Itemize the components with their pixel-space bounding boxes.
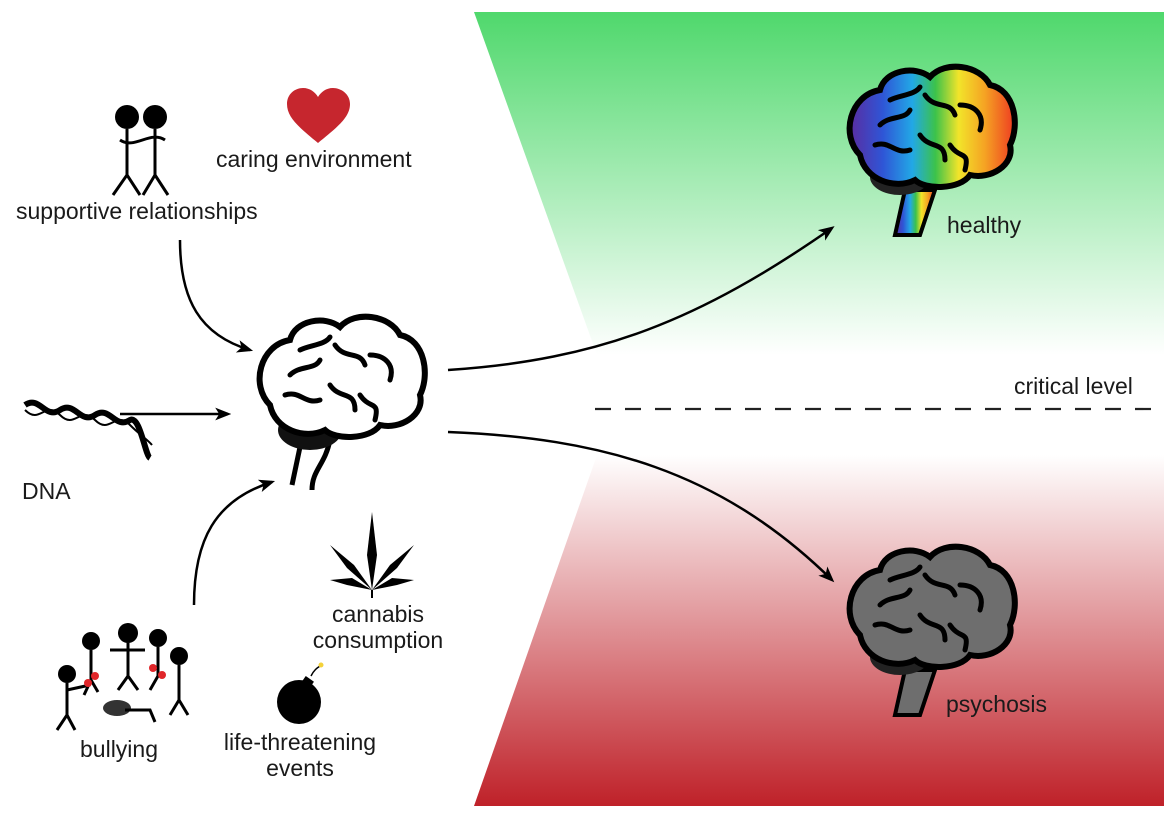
label-critical-level: critical level — [1014, 373, 1133, 399]
label-supportive-relationships: supportive relationships — [16, 198, 258, 224]
arrow-bullying-to-brain — [192, 479, 276, 606]
label-dna: DNA — [22, 478, 71, 504]
label-cannabis-line2: consumption — [312, 627, 444, 654]
hugging-figures-icon — [111, 105, 170, 196]
cannabis-leaf-icon — [330, 512, 414, 598]
gray-brain-icon — [850, 547, 1015, 717]
label-healthy: healthy — [947, 212, 1022, 238]
psychosis-zone — [474, 455, 1164, 806]
label-cannabis-line1: cannabis — [331, 601, 425, 627]
central-brain-icon — [260, 317, 425, 491]
label-cannabis: cannabis consumption — [298, 601, 458, 654]
arrow-brain-to-healthy — [447, 226, 835, 372]
label-life-threatening-line2: events — [266, 755, 334, 782]
label-psychosis: psychosis — [946, 691, 1047, 717]
label-caring-environment: caring environment — [216, 146, 412, 172]
rainbow-brain-icon — [850, 67, 1015, 237]
arrow-supportive-to-brain — [178, 239, 254, 353]
label-life-threatening: life-threatening events — [205, 729, 395, 782]
bomb-icon — [277, 662, 324, 724]
label-life-threatening-line1: life-threatening — [223, 729, 377, 755]
healthy-zone — [474, 12, 1164, 355]
dna-helix-icon — [23, 399, 153, 461]
arrow-brain-to-psychosis — [447, 430, 835, 583]
label-bullying: bullying — [80, 736, 158, 762]
bullying-figures-icon — [55, 623, 190, 731]
heart-icon — [287, 88, 350, 143]
